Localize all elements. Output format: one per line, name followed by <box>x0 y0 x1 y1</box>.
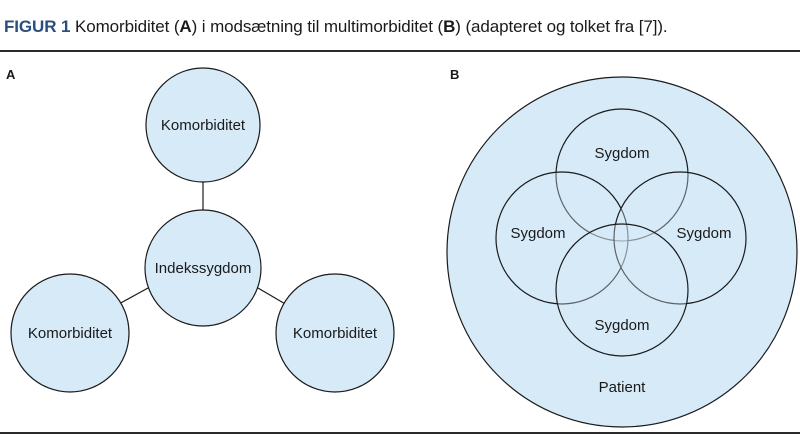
panel-b-letter: B <box>450 67 460 82</box>
node-top-komorbiditet <box>145 67 261 183</box>
label-sygdom-left: Sygdom <box>510 225 565 242</box>
node-left-komorbiditet <box>10 273 130 393</box>
label-sygdom-right: Sygdom <box>676 225 731 242</box>
disease-circle-bottom <box>555 223 689 357</box>
bottom-rule <box>0 432 800 434</box>
caption-text-3: ) (adapteret og tolket fra [7]). <box>455 17 668 36</box>
caption-text-1: Komorbiditet ( <box>70 17 180 36</box>
top-rule <box>0 50 800 52</box>
disease-circle-right <box>613 171 747 305</box>
caption-b-ref: B <box>443 17 456 36</box>
figure-caption: FIGUR 1 Komorbiditet (A) i modsætning ti… <box>4 16 668 38</box>
panel-a-letter: A <box>6 67 16 82</box>
disease-circle-left <box>495 171 629 305</box>
label-right-komorbiditet: Komorbiditet <box>293 325 378 342</box>
panel-a-connectors <box>116 182 288 306</box>
patient-circle <box>446 76 798 428</box>
caption-text-2: ) i modsætning til multimorbiditet ( <box>191 17 444 36</box>
connector-right <box>257 287 288 306</box>
label-left-komorbiditet: Komorbiditet <box>28 325 113 342</box>
figure-label: FIGUR 1 <box>4 17 71 36</box>
label-sygdom-bottom: Sygdom <box>594 317 649 334</box>
disease-circle-top <box>555 108 689 242</box>
caption-a-ref: A <box>179 17 192 36</box>
connector-left <box>116 287 149 306</box>
node-indekssygdom <box>144 209 262 327</box>
label-top-komorbiditet: Komorbiditet <box>161 117 246 134</box>
panel-b: Sygdom Sygdom Sygdom Sygdom Patient <box>446 76 798 428</box>
panel-a-nodes: Komorbiditet Indekssygdom Komorbiditet K… <box>10 67 395 393</box>
node-right-komorbiditet <box>275 273 395 393</box>
label-indekssygdom: Indekssygdom <box>155 260 252 277</box>
label-sygdom-top: Sygdom <box>594 145 649 162</box>
label-patient: Patient <box>599 379 647 396</box>
